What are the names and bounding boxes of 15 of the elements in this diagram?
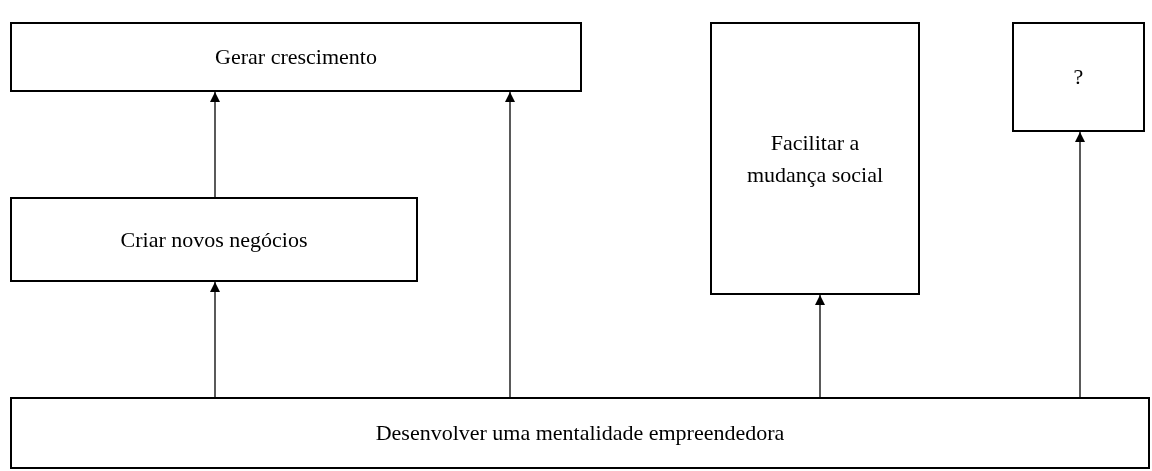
text-box xyxy=(10,397,1150,469)
text-box xyxy=(10,197,418,282)
box-label: Facilitar a mudança social xyxy=(745,128,885,189)
arrow xyxy=(210,91,220,198)
text-box xyxy=(10,22,582,92)
arrow xyxy=(815,294,825,398)
arrow xyxy=(1075,131,1085,398)
box-label: Desenvolver uma mentalidade empreendedora xyxy=(375,419,785,448)
text-box xyxy=(1012,22,1145,132)
box-label: Criar novos negócios xyxy=(120,225,308,254)
box-label: Gerar crescimento xyxy=(215,43,377,72)
text-box xyxy=(710,22,920,295)
box-label: ? xyxy=(1073,63,1084,92)
arrow xyxy=(210,281,220,398)
arrow xyxy=(505,91,515,398)
